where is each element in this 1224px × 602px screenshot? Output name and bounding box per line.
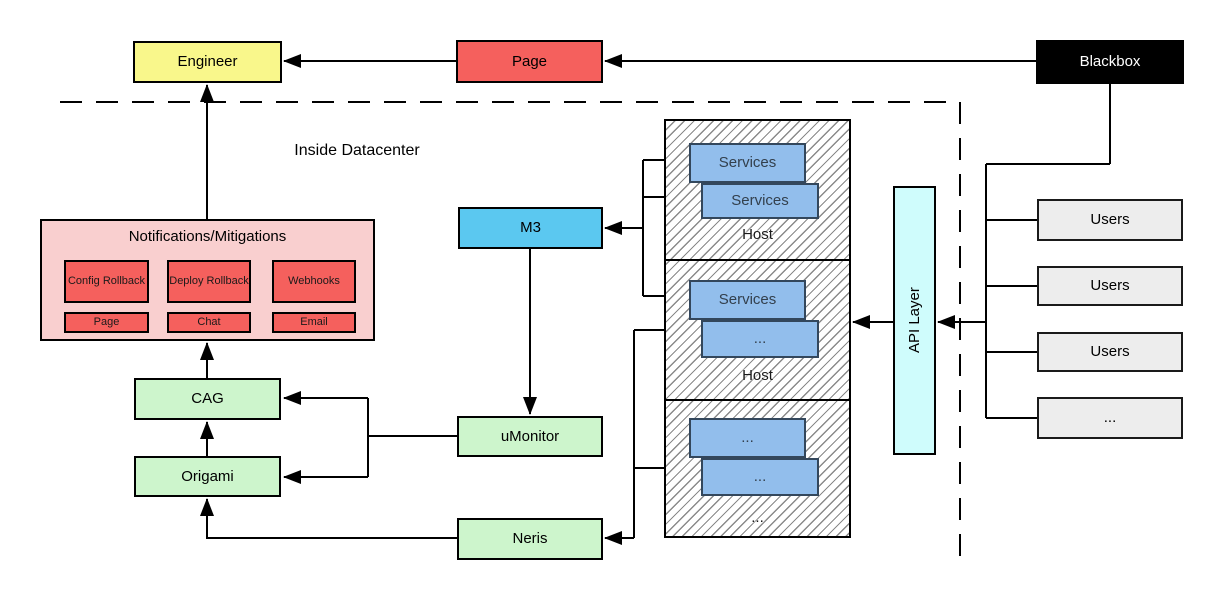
service-box: ...: [689, 418, 806, 458]
edge-services-to-m3: [604, 159, 664, 297]
node-users: Users: [1037, 266, 1183, 306]
service-box: Services: [701, 183, 819, 219]
notifications-title: Notifications/Mitigations: [128, 228, 287, 245]
node-m3: M3: [458, 207, 603, 249]
node-page: Page: [456, 40, 603, 83]
service-box: ...: [701, 458, 819, 496]
datacenter-boundary-label: Inside Datacenter: [294, 141, 420, 159]
node-users-more: ...: [1037, 397, 1183, 439]
node-blackbox: Blackbox: [1036, 40, 1184, 84]
node-origami: Origami: [134, 456, 281, 497]
node-engineer: Engineer: [133, 41, 282, 83]
mitigation-email: Email: [272, 312, 356, 333]
datacenter-boundary: [60, 101, 961, 560]
service-box: Services: [689, 280, 806, 320]
edge-hosts-to-neris: [604, 329, 664, 545]
mitigation-config-rollback: Config Rollback: [64, 260, 149, 303]
host-label: Host: [742, 226, 773, 243]
edge-neris-to-origami: [200, 498, 457, 539]
host-label: Host: [742, 367, 773, 384]
edge-blackbox-to-users: [985, 84, 1111, 419]
host-label: ...: [751, 509, 764, 526]
service-box: Services: [689, 143, 806, 183]
node-api-layer: API Layer: [893, 186, 936, 455]
node-umonitor: uMonitor: [457, 416, 603, 457]
node-users: Users: [1037, 332, 1183, 372]
mitigation-webhooks: Webhooks: [272, 260, 356, 303]
node-cag: CAG: [134, 378, 281, 420]
host-divider: [666, 399, 849, 401]
mitigation-chat: Chat: [167, 312, 251, 333]
hosts-block: Services Services Host Services ... Host…: [664, 119, 851, 538]
notifications-panel: Notifications/Mitigations Config Rollbac…: [40, 219, 375, 341]
mitigation-deploy-rollback: Deploy Rollback: [167, 260, 251, 303]
node-neris: Neris: [457, 518, 603, 560]
node-users: Users: [1037, 199, 1183, 241]
service-box: ...: [701, 320, 819, 358]
mitigation-page: Page: [64, 312, 149, 333]
host-divider: [666, 259, 849, 261]
